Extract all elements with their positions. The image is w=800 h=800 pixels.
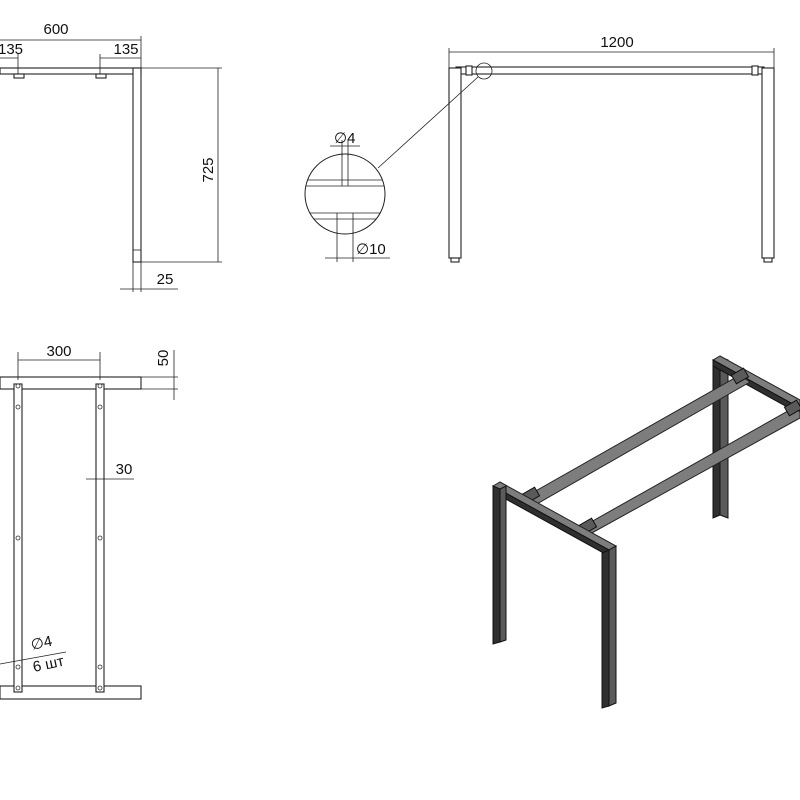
top-view-hole-4 xyxy=(15,664,21,670)
iso-front-leg-right xyxy=(601,549,610,709)
detail-dim4-label: ∅4 xyxy=(334,130,355,147)
side-view-tab-left xyxy=(13,73,25,79)
top-view-hole-1 xyxy=(15,383,21,389)
detail-view: ∅4 ∅10 xyxy=(304,130,390,262)
side-view-crossbar xyxy=(0,67,142,75)
front-view-leg-right xyxy=(761,67,775,259)
dim-25-label: 25 xyxy=(157,271,174,288)
front-view-foot-right xyxy=(763,257,773,263)
detail-circle xyxy=(304,153,386,235)
top-view-bar-bottom xyxy=(0,685,142,700)
detail-dim10-label: ∅10 xyxy=(356,241,386,258)
iso-front-leg-right-face xyxy=(608,545,617,707)
iso-back-leg-left xyxy=(712,356,721,519)
detail-leader-line xyxy=(377,76,479,169)
side-view: 600 135 135 725 25 xyxy=(0,21,222,292)
top-view-hole-7 xyxy=(97,404,103,410)
top-view-bar-top xyxy=(0,376,142,390)
front-view-leg-left xyxy=(448,67,462,259)
iso-rail-front xyxy=(581,406,800,535)
top-view-hole-5 xyxy=(15,685,21,691)
front-view-foot-left xyxy=(450,257,460,263)
iso-front-leg-left xyxy=(492,485,501,645)
front-view-bracket-left xyxy=(465,65,473,76)
hole-callout-count: 6 шт xyxy=(31,653,65,676)
side-view-leg xyxy=(132,67,142,263)
isometric-view xyxy=(491,355,800,709)
top-view-hole-6 xyxy=(97,383,103,389)
dim-50-label: 50 xyxy=(155,350,172,367)
top-view-hole-8 xyxy=(97,535,103,541)
dim-135-right-label: 135 xyxy=(113,41,138,58)
dim-1200-label: 1200 xyxy=(600,34,633,51)
front-view: 1200 xyxy=(377,34,775,263)
iso-bracket-2 xyxy=(730,367,750,385)
hole-callout-leader xyxy=(0,651,67,665)
iso-back-leg-left-face xyxy=(719,356,729,519)
dim-135-left-label: 135 xyxy=(0,41,23,58)
top-view-hole-3 xyxy=(15,535,21,541)
hole-callout-diameter: ∅4 xyxy=(29,633,53,654)
top-view-hole-9 xyxy=(97,664,103,670)
iso-front-frame xyxy=(491,481,618,709)
front-view-bracket-right xyxy=(751,65,759,76)
top-view-hole-10 xyxy=(97,685,103,691)
detail-marker-circle xyxy=(475,62,493,80)
iso-front-leg-left-face xyxy=(499,485,507,643)
top-view-hole-2 xyxy=(15,404,21,410)
dim-300-label: 300 xyxy=(46,343,71,360)
dim-600-label: 600 xyxy=(43,21,68,38)
iso-bracket-4 xyxy=(783,399,800,417)
dim-30-label: 30 xyxy=(116,461,133,478)
dim-725-label: 725 xyxy=(200,157,217,182)
side-view-tab-right xyxy=(95,73,107,79)
front-view-rail xyxy=(455,66,765,75)
top-view: 300 50 30 ∅4 6 шт xyxy=(0,343,178,700)
